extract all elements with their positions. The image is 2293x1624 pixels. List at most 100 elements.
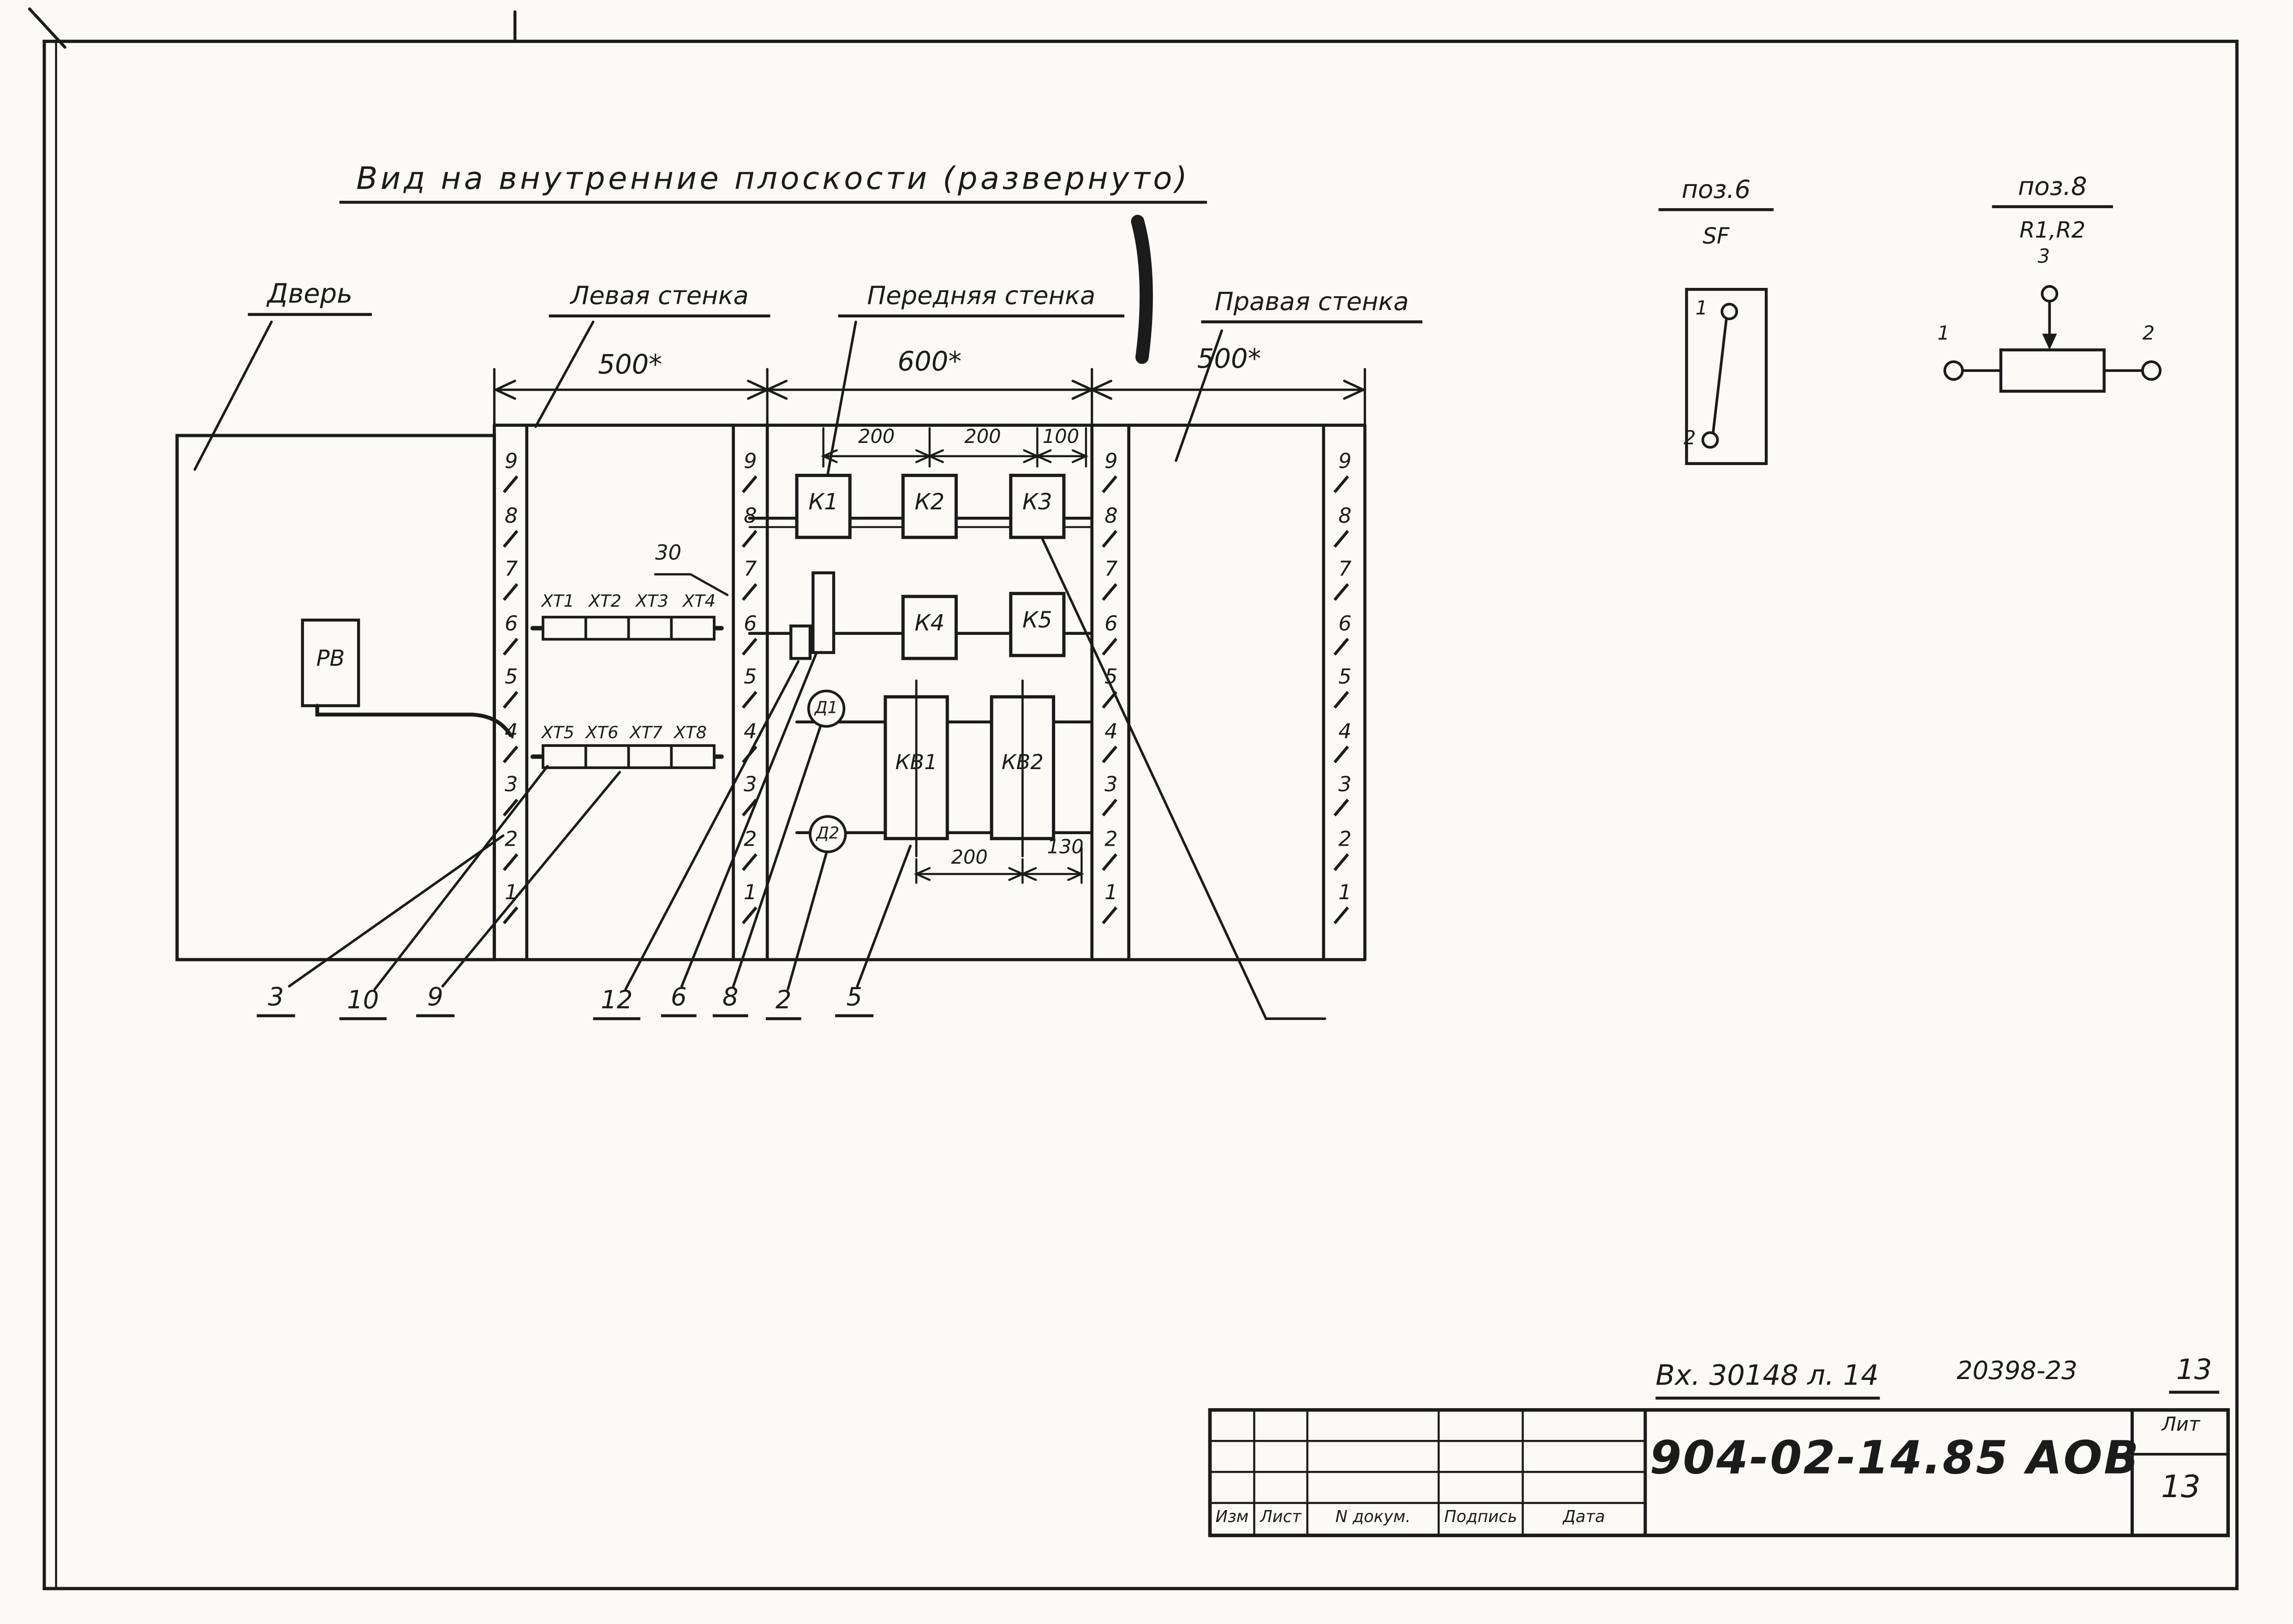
scale-number: 2 xyxy=(1328,829,1362,883)
xt-bottom-labels: ХТ5 ХТ6 ХТ7 ХТ8 xyxy=(542,722,707,743)
door-label: Дверь xyxy=(248,280,372,317)
scale-number: 6 xyxy=(736,614,764,668)
inventory-note: Вх. 30148 л. 14 xyxy=(1655,1361,1880,1399)
scale-number: 7 xyxy=(1328,560,1362,614)
contactor-kb1-label: КВ1 xyxy=(895,751,938,775)
d1-label: Д1 xyxy=(815,698,838,718)
callout-8: 8 xyxy=(712,983,748,1017)
xt-top-labels: ХТ1 ХТ2 ХТ3 ХТ4 xyxy=(542,591,716,611)
front-top-dimensions xyxy=(821,427,1089,468)
xt-terminal-label: ХТ3 xyxy=(635,591,669,611)
door-outline xyxy=(175,434,496,961)
pos6-pin1: 1 xyxy=(1695,298,1708,321)
scale-number: 1 xyxy=(736,883,764,937)
scale-number: 9 xyxy=(736,452,764,506)
label-leader-lines xyxy=(193,320,1223,475)
title-block-grid xyxy=(1208,1408,2230,1537)
pos6-symbol xyxy=(1685,288,1768,466)
xt-terminal-label: ХТ5 xyxy=(541,722,574,743)
scale-number: 2 xyxy=(1096,829,1126,883)
callout-6: 6 xyxy=(661,983,697,1017)
scale-number: 2 xyxy=(497,829,525,883)
dim-front-top-1: 200 xyxy=(858,426,895,449)
relay-k2-label: К2 xyxy=(914,489,945,515)
scale-number: 1 xyxy=(1096,883,1126,937)
scale-number: 5 xyxy=(1096,667,1126,721)
callout-10: 10 xyxy=(339,986,387,1021)
scale-number: 7 xyxy=(497,560,525,614)
xt-terminal-label: ХТ7 xyxy=(630,722,663,743)
callout-12: 12 xyxy=(593,986,641,1021)
border-frame xyxy=(28,7,2239,1590)
pos8-title: поз.8 xyxy=(1992,174,2113,209)
front-wall-label: Передняя стенка xyxy=(838,283,1125,318)
scale-number: 1 xyxy=(1328,883,1362,937)
scale-number: 9 xyxy=(497,452,525,506)
scale-number: 8 xyxy=(1328,506,1362,560)
dim-front-top-2: 200 xyxy=(964,426,1001,449)
scale-number: 4 xyxy=(497,721,525,775)
xt-terminal-label: ХТ8 xyxy=(674,722,707,743)
scale-number: 4 xyxy=(1328,721,1362,775)
stamp-col-ndocum: N докум. xyxy=(1335,1507,1411,1527)
scale-number: 5 xyxy=(497,667,525,721)
scale-number: 8 xyxy=(497,506,525,560)
stamp-lit-label: Лит xyxy=(2162,1414,2200,1437)
pos8-pin3: 3 xyxy=(2037,246,2050,269)
k3-leader-line xyxy=(1040,536,1326,1020)
scale-number: 8 xyxy=(1096,506,1126,560)
main-dimension-lines xyxy=(493,368,1367,427)
stamp-document-number: 904-02-14.85 АОВ xyxy=(1649,1432,2140,1486)
scale-number: 3 xyxy=(497,775,525,829)
wall-outlines xyxy=(493,424,1367,961)
scale-number: 4 xyxy=(1096,721,1126,775)
kb-dimensions xyxy=(914,846,1084,884)
dim-left-width: 500* xyxy=(598,350,662,381)
dim-kb-right: 130 xyxy=(1047,837,1084,860)
scale-number: 9 xyxy=(1328,452,1362,506)
pos6-pin2: 2 xyxy=(1684,428,1696,450)
scale-number: 2 xyxy=(736,829,764,883)
pos6-ref: SF xyxy=(1702,223,1730,250)
sheet-number-top: 13 xyxy=(2169,1355,2220,1393)
pos8-symbol xyxy=(1943,285,2162,393)
scale-number: 7 xyxy=(736,560,764,614)
xt-terminal-label: ХТ6 xyxy=(585,722,619,743)
pos8-pin2: 2 xyxy=(2142,323,2155,346)
scale-number: 5 xyxy=(1328,667,1362,721)
scale-number: 9 xyxy=(1096,452,1126,506)
stamp-col-podpis: Подпись xyxy=(1444,1507,1517,1527)
dim-front-top-3: 100 xyxy=(1042,426,1080,449)
callout-2: 2 xyxy=(765,986,801,1021)
left-wall-label: Левая стенка xyxy=(549,283,770,318)
xt-terminal-label: ХТ4 xyxy=(683,591,716,611)
ink-mark xyxy=(1131,215,1153,364)
scale-number: 8 xyxy=(736,506,764,560)
component-boxes xyxy=(789,473,1066,858)
pos8-ref: R1,R2 xyxy=(2019,217,2086,244)
callout-5: 5 xyxy=(835,983,874,1017)
relay-k5-label: К5 xyxy=(1022,607,1052,633)
dim-front-width: 600* xyxy=(897,347,962,378)
scale-number: 6 xyxy=(1328,614,1362,668)
pb-box-outline xyxy=(301,618,360,707)
right-wall-label: Правая стенка xyxy=(1201,289,1423,324)
scale-number: 3 xyxy=(1096,775,1126,829)
scale-number: 7 xyxy=(1096,560,1126,614)
dim-xt-offset: 30 xyxy=(655,542,682,566)
xt-terminal-label: ХТ2 xyxy=(588,591,621,611)
pb-relay-label: РВ xyxy=(316,645,345,672)
callout-leader-lines xyxy=(288,652,912,991)
terminal-strips xyxy=(530,573,729,769)
stamp-col-list: Лист xyxy=(1260,1507,1302,1527)
relay-k3-label: К3 xyxy=(1022,489,1052,515)
xt-terminal-label: ХТ1 xyxy=(541,591,574,611)
scale-number: 3 xyxy=(736,775,764,829)
doc-number-note: 20398-23 xyxy=(1956,1356,2078,1386)
